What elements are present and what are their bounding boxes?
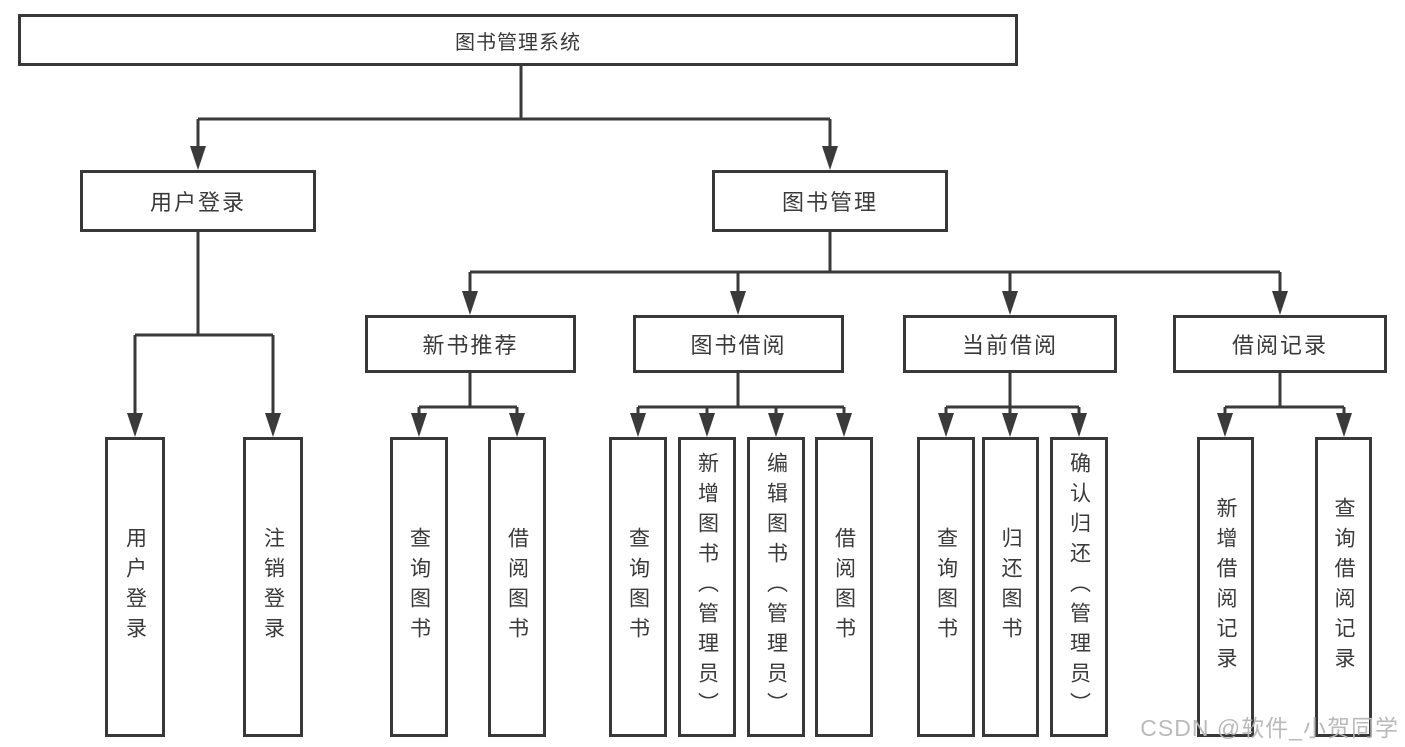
node-label: 新增借阅记录 (1214, 497, 1237, 677)
node-label: 借阅记录 (1231, 333, 1328, 358)
edge-newbook-to-leaves (417, 373, 519, 418)
node-leaf-edit-books-admin: 编辑图书（管理员） (747, 437, 805, 737)
node-leaf-logout: 注销登录 (243, 437, 303, 737)
node-leaf-query-books-recommend: 查询图书 (390, 437, 448, 737)
node-label: 图书管理 (781, 190, 878, 215)
node-leaf-add-books-admin: 新增图书（管理员） (678, 437, 736, 737)
edge-bookmgmt-to-level3 (468, 232, 1282, 296)
node-book-management-system: 图书管理系统 (18, 14, 1018, 66)
node-label: 查询图书 (626, 527, 650, 647)
node-label: 确认归还（管理员） (1067, 452, 1091, 722)
node-label: 新书推荐 (422, 333, 519, 358)
node-leaf-return-books: 归还图书 (982, 437, 1039, 737)
node-label: 新增图书（管理员） (695, 452, 719, 722)
csdn-watermark: CSDN @软件_小贺同学 (1140, 715, 1399, 741)
node-label: 查询图书 (407, 527, 431, 647)
node-label: 查询借阅记录 (1332, 497, 1355, 677)
edge-userlogin-to-leaves (133, 232, 275, 420)
edge-current-to-leaves (944, 373, 1081, 418)
node-label: 注销登录 (261, 527, 285, 647)
node-label: 归还图书 (999, 527, 1022, 647)
node-leaf-borrow-books: 借阅图书 (815, 437, 873, 737)
node-label: 用户登录 (123, 527, 147, 647)
node-leaf-query-borrow-record: 查询借阅记录 (1315, 437, 1372, 737)
node-book-borrowing: 图书借阅 (633, 315, 844, 373)
node-label: 当前借阅 (961, 333, 1058, 358)
node-leaf-query-books-current: 查询图书 (917, 437, 975, 737)
node-label: 图书借阅 (690, 333, 787, 358)
node-new-book-recommend: 新书推荐 (365, 315, 576, 373)
node-label: 借阅图书 (505, 527, 529, 647)
node-borrowing-records: 借阅记录 (1173, 315, 1387, 373)
node-leaf-borrow-books-recommend: 借阅图书 (488, 437, 546, 737)
node-label: 图书管理系统 (455, 31, 581, 54)
node-user-login: 用户登录 (80, 170, 316, 232)
node-label: 查询图书 (934, 527, 958, 647)
node-label: 编辑图书（管理员） (764, 452, 788, 722)
node-current-borrowing: 当前借阅 (903, 315, 1117, 373)
edge-root-to-level2 (196, 66, 832, 150)
node-leaf-query-books-borrow: 查询图书 (609, 437, 667, 737)
node-label: 借阅图书 (832, 527, 856, 647)
node-leaf-confirm-return-admin: 确认归还（管理员） (1050, 437, 1108, 737)
node-label: 用户登录 (149, 190, 246, 215)
node-leaf-user-login: 用户登录 (105, 437, 165, 737)
edge-borrow-to-leaves (636, 373, 846, 418)
node-leaf-add-borrow-record: 新增借阅记录 (1197, 437, 1254, 737)
node-book-management: 图书管理 (712, 170, 948, 232)
edge-records-to-leaves (1223, 373, 1346, 418)
